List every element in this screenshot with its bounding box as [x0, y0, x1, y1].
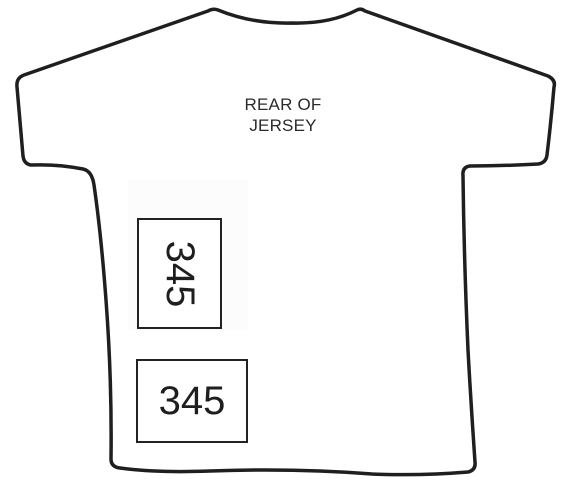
vertical-number-label: 345	[160, 240, 200, 307]
horizontal-number-label: 345	[159, 381, 226, 421]
title-line-1: REAR OF	[213, 94, 353, 115]
jersey-title: REAR OF JERSEY	[213, 94, 353, 136]
horizontal-number-box: 345	[136, 359, 248, 443]
title-line-2: JERSEY	[213, 115, 353, 136]
jersey-outline	[17, 9, 555, 474]
vertical-number-box: 345	[137, 218, 222, 329]
